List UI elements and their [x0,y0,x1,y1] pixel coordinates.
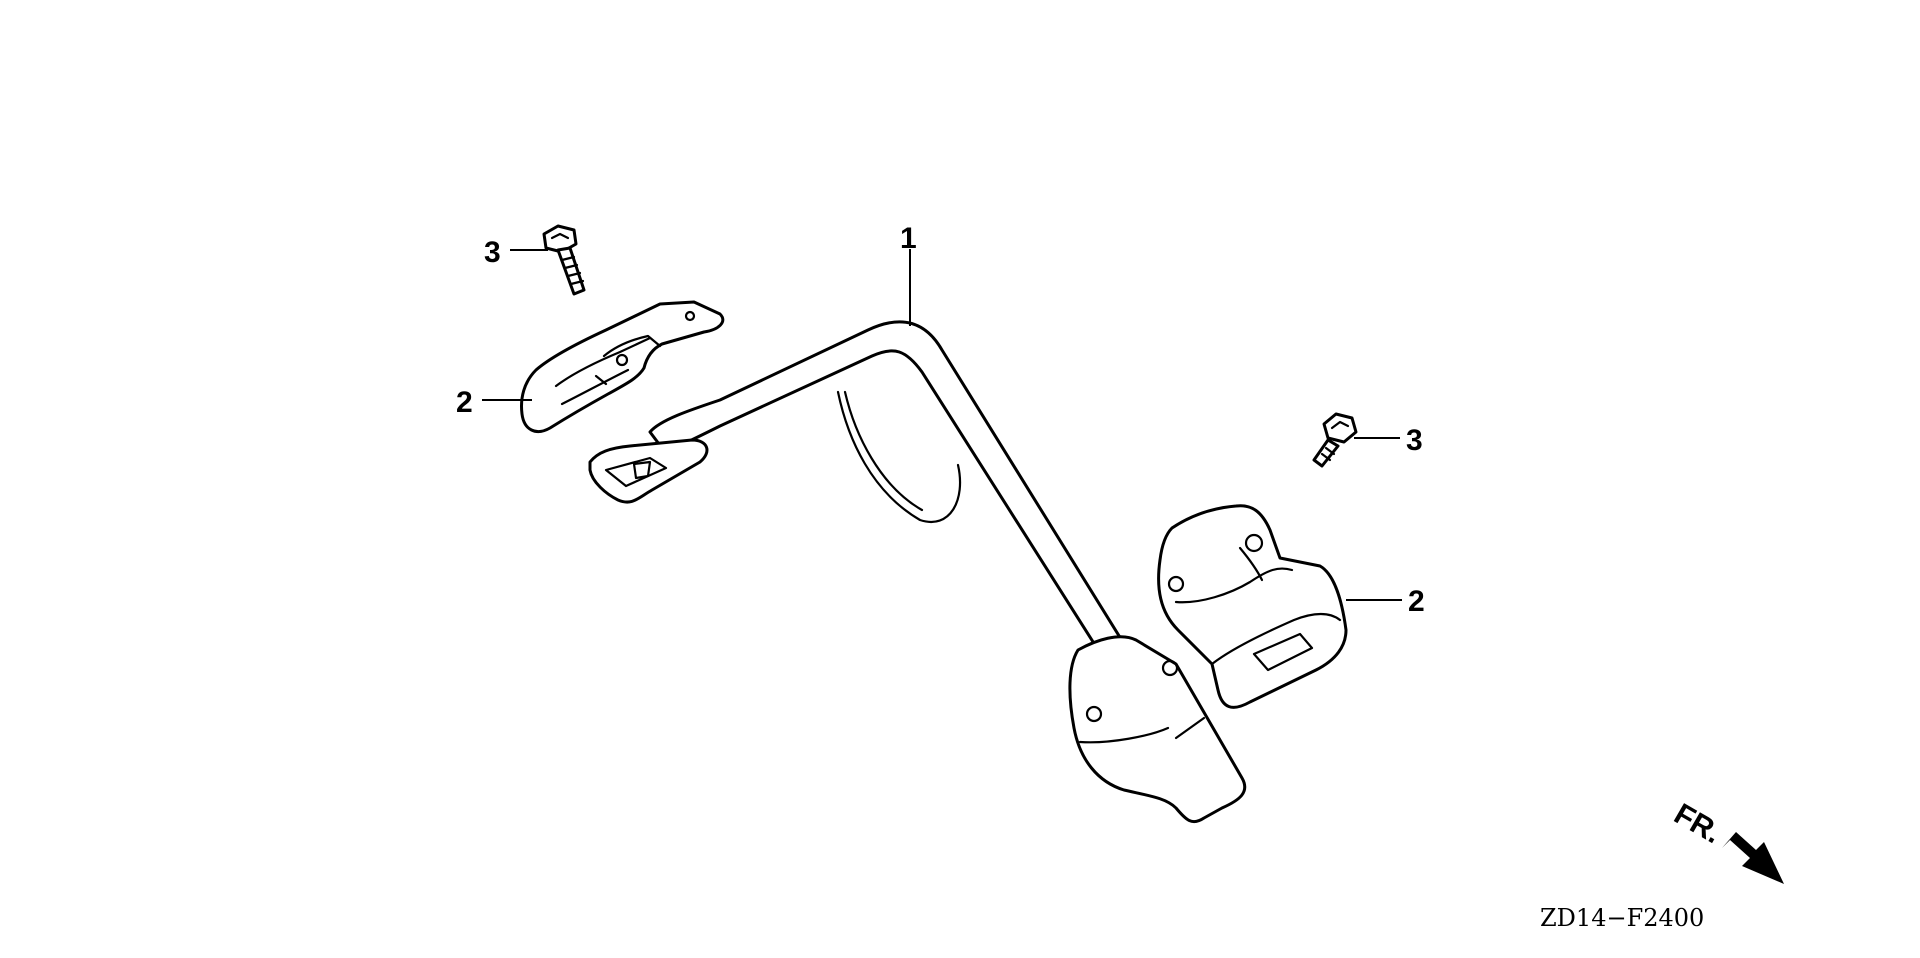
bracket-right-part [1157,504,1348,709]
handle-part [588,320,1247,824]
bracket-left-part [520,300,725,433]
callout-bracket-right: 2 [1408,585,1425,618]
callout-bolt-left: 3 [484,236,501,269]
callout-bracket-left: 2 [456,386,473,419]
callout-handle: 1 [900,222,917,255]
callout-bolt-right: 3 [1406,424,1423,457]
bolt-left-part [542,224,586,296]
front-label: FR. [1669,797,1727,850]
front-indicator: FR. [1669,797,1784,884]
figure-code: ZD14−F2400 [1540,904,1704,932]
bolt-right-part [1312,412,1358,468]
leader-lines [482,249,1402,601]
arrow-down-right-icon [1722,832,1784,884]
